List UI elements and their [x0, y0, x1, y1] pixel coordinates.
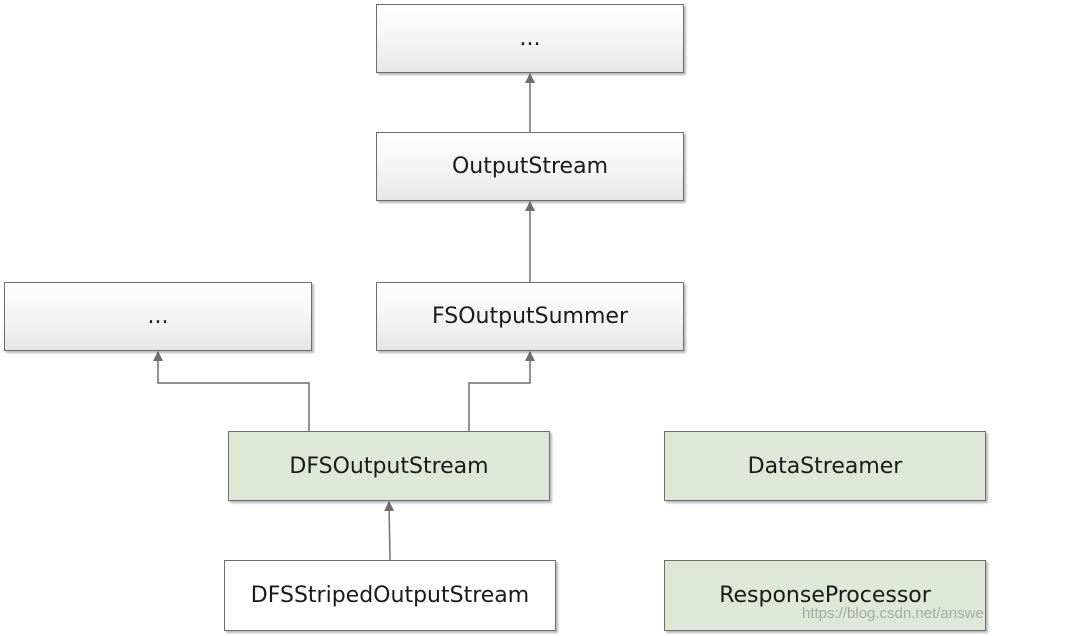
node-dfs-striped-output-stream: DFSStripedOutputStream [224, 560, 556, 631]
node-label: DataStreamer [747, 453, 903, 479]
node-response-processor: ResponseProcessor [664, 560, 986, 631]
node-data-streamer: DataStreamer [664, 431, 986, 501]
watermark: https://blog.csdn.net/answe [802, 605, 984, 622]
node-label: DFSStripedOutputStream [250, 583, 530, 608]
edge-striped-to-dfsoutputstream [384, 501, 395, 561]
node-label: ... [147, 304, 169, 329]
edge-dfsoutputstream-to-left [153, 351, 310, 431]
node-label: ... [519, 26, 541, 51]
node-output-stream: OutputStream [376, 132, 684, 201]
node-dfs-output-stream: DFSOutputStream [228, 431, 550, 501]
edge-dfsoutputstream-to-fsoutputsummer [468, 351, 535, 431]
node-label: ResponseProcessor [719, 583, 931, 608]
node-label: DFSOutputStream [289, 453, 489, 479]
node-label: FSOutputSummer [431, 304, 628, 329]
node-label: OutputStream [451, 154, 609, 179]
node-top-ellipsis: ... [376, 4, 684, 73]
node-fs-output-summer: FSOutputSummer [376, 282, 684, 351]
node-left-ellipsis: ... [4, 282, 312, 351]
